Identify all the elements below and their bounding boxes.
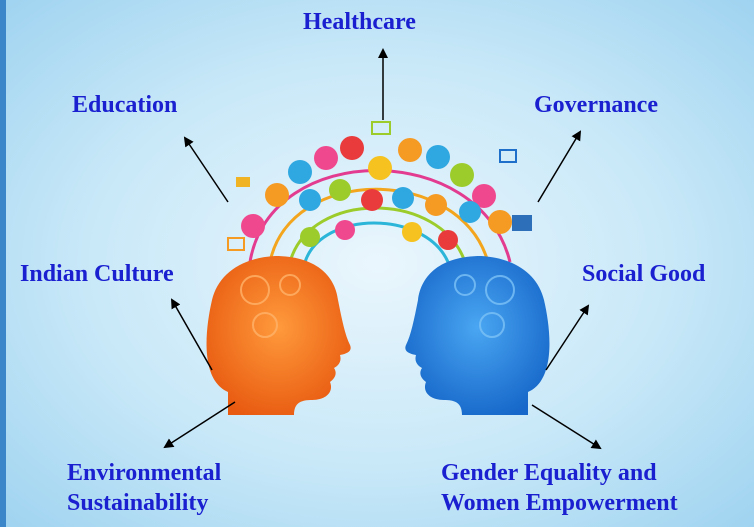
right-head — [405, 256, 550, 415]
arrow-gender — [531, 404, 602, 450]
arrow-education — [183, 136, 229, 203]
label-healthcare: Healthcare — [303, 9, 416, 35]
idea-icons — [227, 121, 532, 251]
label-environmental-line1: Environmental — [67, 460, 222, 486]
arrow-environmental — [163, 401, 236, 449]
arrow-governance — [537, 130, 582, 203]
label-gender-line2: Women Empowerment — [441, 490, 678, 516]
arrow-social-good — [545, 304, 590, 371]
left-border-strip — [0, 0, 6, 527]
arrow-indian-culture — [171, 298, 213, 371]
label-social-good: Social Good — [582, 261, 706, 287]
label-governance: Governance — [534, 92, 658, 118]
label-education: Education — [72, 92, 178, 118]
left-head — [206, 256, 351, 415]
arrows — [163, 48, 602, 450]
label-gender-line1: Gender Equality and — [441, 460, 657, 486]
label-indian-culture: Indian Culture — [20, 261, 174, 287]
label-environmental-line2: Sustainability — [67, 490, 209, 516]
